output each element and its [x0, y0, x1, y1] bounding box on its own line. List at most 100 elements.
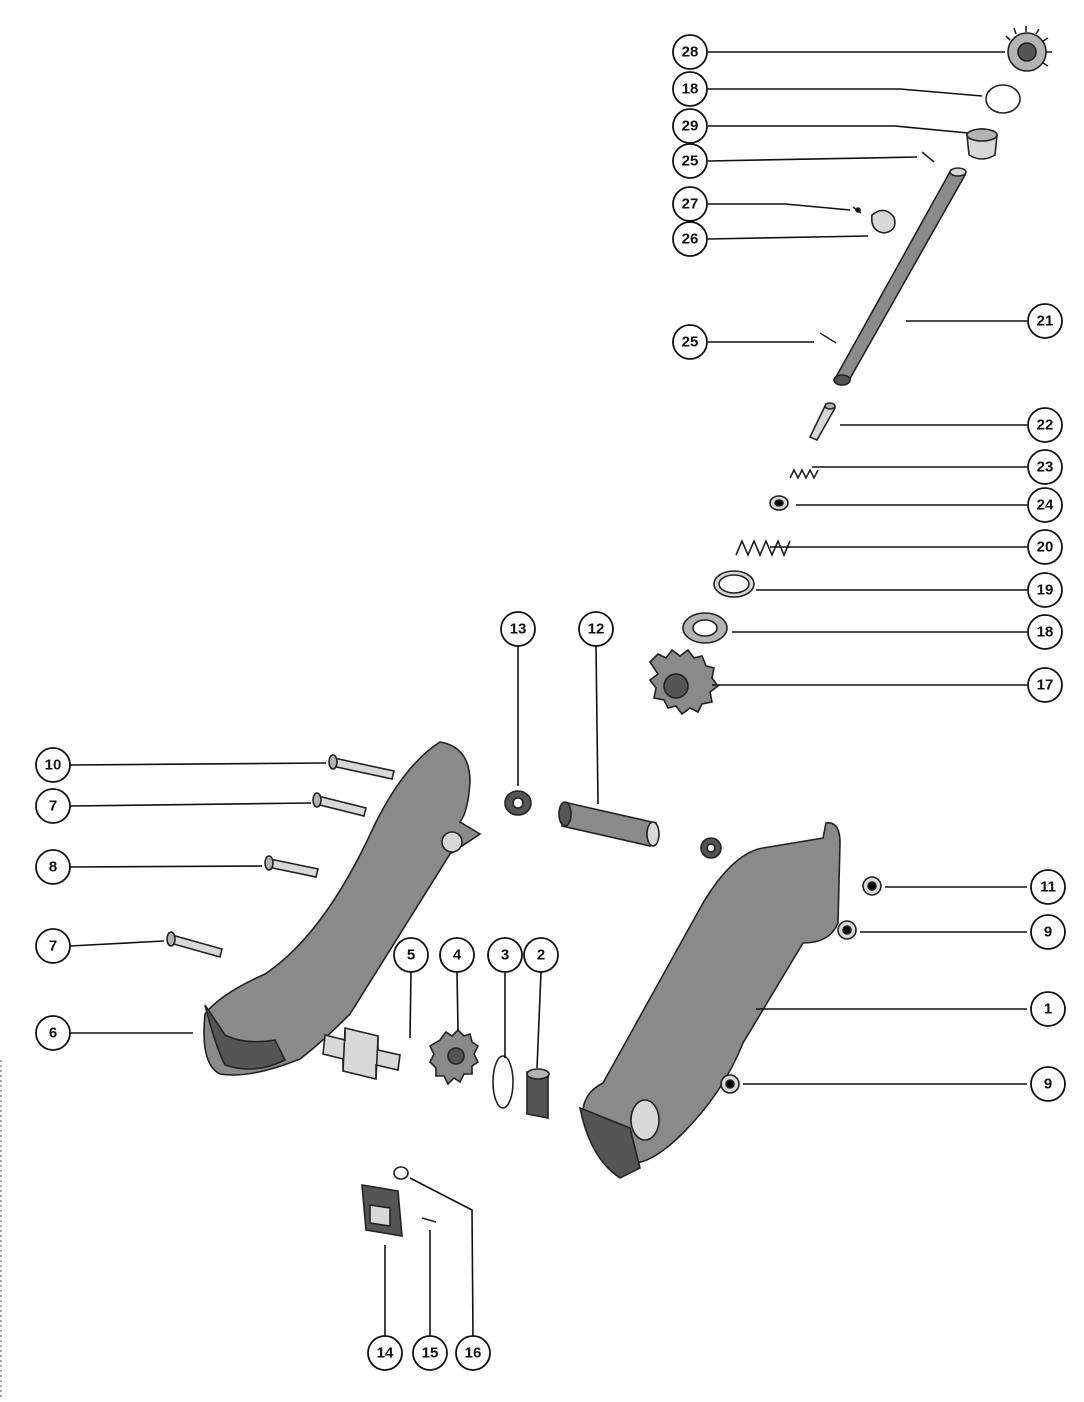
- callout-label: 5: [407, 947, 415, 964]
- callout-label: 2: [537, 947, 545, 964]
- callout-18-lower: 18: [1027, 614, 1063, 650]
- callout-label: 9: [1044, 1076, 1052, 1093]
- part-26-cam: [870, 209, 896, 234]
- part-21-shaft: [833, 167, 967, 386]
- callout-3: 3: [487, 937, 523, 973]
- callout-28: 28: [672, 34, 708, 70]
- callout-24: 24: [1027, 487, 1063, 523]
- callout-9-lower: 9: [1030, 1066, 1066, 1102]
- part-25-pin-top: [921, 151, 935, 163]
- part-27-screw: [852, 206, 862, 214]
- part-10-bolt: [328, 754, 395, 780]
- callout-27: 27: [672, 186, 708, 222]
- callout-label: 23: [1037, 459, 1054, 476]
- callout-18-top: 18: [672, 71, 708, 107]
- callout-19: 19: [1027, 572, 1063, 608]
- callout-label: 19: [1037, 582, 1054, 599]
- part-14-block: [361, 1184, 403, 1237]
- callout-label: 13: [510, 621, 527, 638]
- callout-label: 15: [422, 1345, 439, 1362]
- leader-lines: [69, 51, 1027, 1337]
- callout-label: 14: [377, 1345, 394, 1362]
- part-5-coupling: [322, 1026, 401, 1081]
- part-washer-right: [700, 837, 722, 859]
- part-12-tube: [558, 801, 660, 847]
- callout-10: 10: [35, 747, 71, 783]
- callout-7-upper: 7: [35, 788, 71, 824]
- callout-14: 14: [367, 1335, 403, 1371]
- callout-label: 20: [1037, 539, 1054, 556]
- callout-label: 7: [49, 938, 57, 955]
- part-1-right-bracket: [578, 822, 841, 1179]
- callout-6: 6: [35, 1015, 71, 1051]
- callout-label: 17: [1037, 677, 1054, 694]
- part-8-bolt: [264, 855, 319, 878]
- callout-13: 13: [500, 611, 536, 647]
- callout-label: 1: [1044, 1001, 1052, 1018]
- callout-label: 22: [1037, 417, 1054, 434]
- callout-label: 12: [588, 621, 605, 638]
- part-9-nut-upper: [837, 920, 857, 940]
- part-25-pin-lower: [819, 332, 837, 344]
- part-18-washer-lower: [682, 612, 728, 644]
- callout-9-upper: 9: [1030, 914, 1066, 950]
- callout-2: 2: [523, 937, 559, 973]
- part-9-nut-lower: [720, 1074, 740, 1094]
- callout-7-lower: 7: [35, 928, 71, 964]
- callouts: 28 18 29 25 27 26 25 21 22 23 24 20 19 1…: [35, 34, 1066, 1371]
- part-23-spring-small: [789, 468, 819, 480]
- callout-label: 18: [1037, 624, 1054, 641]
- part-4-gear: [428, 1028, 480, 1086]
- callout-label: 9: [1044, 924, 1052, 941]
- part-29-bearing: [966, 128, 998, 160]
- callout-29: 29: [672, 108, 708, 144]
- part-13-washer: [504, 790, 532, 816]
- callout-16: 16: [455, 1335, 491, 1371]
- callout-20: 20: [1027, 529, 1063, 565]
- part-19-sleeve: [713, 570, 755, 598]
- part-6-left-bracket: [203, 741, 482, 1076]
- callout-22: 22: [1027, 407, 1063, 443]
- callout-label: 25: [682, 153, 699, 170]
- part-7-bolt-lower: [166, 931, 223, 958]
- callout-label: 26: [682, 231, 699, 248]
- part-16-ring: [393, 1166, 409, 1180]
- callout-label: 21: [1037, 313, 1054, 330]
- part-28-pinion-gear: [1005, 26, 1052, 72]
- callout-25-lower: 25: [672, 324, 708, 360]
- callout-12: 12: [578, 611, 614, 647]
- part-22-plunger: [808, 402, 837, 442]
- part-18-ring-top: [985, 84, 1021, 114]
- part-3-ring: [492, 1055, 514, 1109]
- callout-5: 5: [393, 937, 429, 973]
- callout-label: 28: [682, 44, 699, 61]
- callout-26: 26: [672, 221, 708, 257]
- part-15-pin: [421, 1217, 437, 1223]
- callout-label: 7: [49, 798, 57, 815]
- callout-label: 18: [682, 81, 699, 98]
- callout-1: 1: [1030, 991, 1066, 1027]
- part-17-bevel-gear: [648, 648, 720, 716]
- callout-label: 11: [1040, 879, 1056, 896]
- callout-label: 27: [682, 196, 699, 213]
- part-24-nut: [769, 495, 789, 511]
- callout-21: 21: [1027, 303, 1063, 339]
- callout-4: 4: [439, 937, 475, 973]
- callout-label: 4: [453, 947, 462, 964]
- callout-25-top: 25: [672, 143, 708, 179]
- part-7-bolt-upper: [312, 792, 367, 817]
- callout-label: 10: [45, 757, 62, 774]
- callout-label: 29: [682, 118, 699, 135]
- callout-label: 25: [682, 334, 699, 351]
- part-20-spring-large: [735, 538, 791, 558]
- callout-15: 15: [412, 1335, 448, 1371]
- callout-label: 3: [501, 947, 509, 964]
- callout-label: 8: [49, 859, 57, 876]
- callout-label: 6: [49, 1025, 57, 1042]
- callout-23: 23: [1027, 449, 1063, 485]
- part-11-nut: [862, 876, 882, 896]
- callout-label: 24: [1037, 497, 1054, 514]
- part-2-bearing: [526, 1068, 550, 1119]
